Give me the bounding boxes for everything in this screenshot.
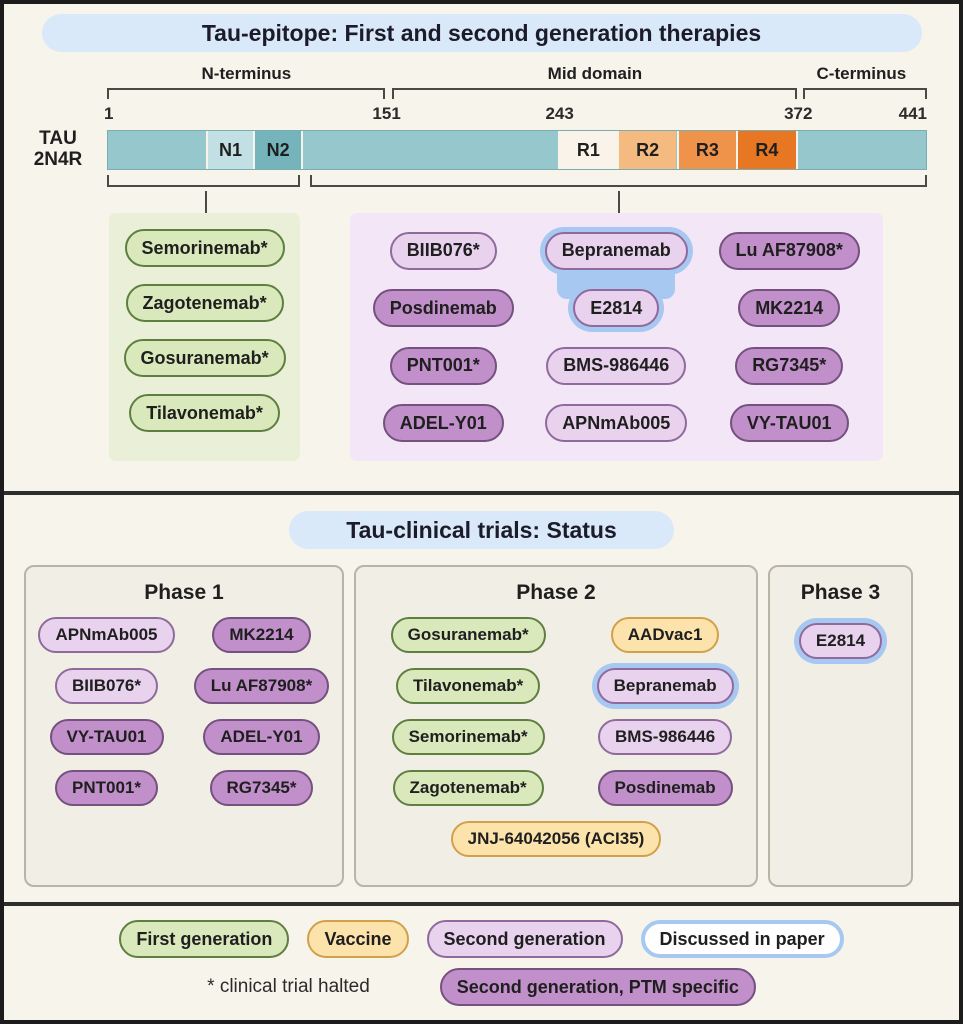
- protein-segment-n2: N2: [252, 131, 304, 169]
- drug-pill-bepranemab: Bepranemab: [596, 668, 734, 704]
- protein-bar: N1 N2 R1 R2 R3 R4: [107, 130, 927, 170]
- drug-pill-pnt001: PNT001*: [55, 770, 158, 806]
- residue-positions-row: 1 151 243 372 441: [104, 102, 927, 130]
- drug-pill-gosuranemab: Gosuranemab*: [390, 617, 546, 653]
- n-terminus-epitope-bracket: [107, 175, 300, 187]
- phase-2-title: Phase 2: [516, 581, 596, 604]
- drug-pill-semorinemab: Semorinemab*: [391, 719, 545, 755]
- n-terminus-bracket: [107, 88, 385, 99]
- drug-pill-adel-y01: ADEL-Y01: [382, 404, 504, 443]
- phase-3-drugs: E2814: [776, 617, 905, 659]
- drug-pill-aadvac1: AADvac1: [610, 617, 720, 653]
- drug-pill-mk2214: MK2214: [738, 289, 841, 328]
- drug-pill-tilavonemab: Tilavonemab*: [395, 668, 541, 704]
- drug-pill-lu-af87908: Lu AF87908*: [193, 668, 330, 704]
- trials-section-title: Tau-clinical trials: Status: [289, 511, 674, 549]
- phase-3-box: Phase 3 E2814: [768, 565, 913, 887]
- protein-segment-r3: R3: [676, 131, 737, 169]
- drug-pill-e2814: E2814: [798, 623, 883, 659]
- protein-segment-r4: R4: [736, 131, 798, 169]
- domain-labels-row: N-terminus Mid domain C-terminus: [107, 64, 927, 86]
- drug-pill-mk2214: MK2214: [212, 617, 311, 653]
- drug-pill-vy-tau01: VY-TAU01: [49, 719, 164, 755]
- mid-domain-label: Mid domain: [547, 64, 643, 83]
- drug-pill-pnt001: PNT001*: [389, 346, 497, 385]
- drug-pill-apnmab005: APNmAb005: [545, 404, 688, 443]
- halted-note: * clinical trial halted: [207, 976, 370, 997]
- drug-pill-zagotenemab: Zagotenemab*: [125, 284, 284, 322]
- drug-pill-bepranemab: Bepranemab: [544, 231, 688, 270]
- drug-pill-biib076: BIIB076*: [389, 231, 497, 270]
- phase-3-title: Phase 3: [800, 581, 881, 604]
- trials-section: Tau-clinical trials: Status Phase 1 APNm…: [4, 495, 959, 902]
- mid-domain-connector-line: [617, 191, 620, 213]
- drug-pill-e2814: E2814: [573, 289, 660, 328]
- protein-name-label: TAU 2N4R: [15, 128, 101, 170]
- position-label-243: 243: [545, 104, 574, 123]
- position-label-151: 151: [372, 104, 401, 123]
- legend-row-2-pills: Second generation, PTM specific: [439, 968, 756, 1006]
- drug-pill-bms-986446: BMS-986446: [598, 719, 733, 755]
- drug-pill-zagotenemab: Zagotenemab*: [392, 770, 544, 806]
- domain-brackets-row: [107, 86, 927, 102]
- legend-row-1: First generation Vaccine Second generation…: [4, 920, 959, 958]
- protein-name-line2: 2N4R: [33, 149, 83, 170]
- drug-pill-adel-y01: ADEL-Y01: [203, 719, 320, 755]
- drug-pill-second-generation-ptm-specific: Second generation, PTM specific: [439, 968, 756, 1006]
- mid-domain-epitope-bracket: [310, 175, 927, 187]
- drug-pill-bms-986446: BMS-986446: [546, 346, 687, 385]
- n-terminus-drug-box: Semorinemab* Zagotenemab* Gosuranemab* Tila…: [109, 213, 300, 461]
- protein-name-line1: TAU: [39, 128, 77, 150]
- protein-diagram: TAU 2N4R N-terminus Mid domain C-terminu…: [34, 64, 927, 461]
- c-terminus-bracket: [803, 88, 927, 99]
- drug-pill-vy-tau01: VY-TAU01: [729, 404, 849, 443]
- mid-domain-drug-box: BIIB076* Bepranemab Lu AF87908* Posdinemab E…: [349, 213, 883, 461]
- position-label-441: 441: [898, 104, 927, 123]
- epitope-connector-row: [107, 191, 927, 213]
- position-label-372: 372: [784, 104, 813, 123]
- epitope-section: Tau-epitope: First and second generation…: [4, 4, 959, 491]
- protein-segment-r2: R2: [616, 131, 677, 169]
- drug-pill-biib076: BIIB076*: [55, 668, 158, 704]
- c-terminus-label: C-terminus: [816, 64, 907, 83]
- drug-pill-discussed-in-paper: Discussed in paper: [640, 920, 844, 958]
- epitope-brackets-row: [107, 175, 927, 191]
- drug-pill-lu-af87908: Lu AF87908*: [718, 231, 860, 270]
- drug-pill-semorinemab: Semorinemab*: [124, 229, 285, 267]
- drug-pill-rg7345: RG7345*: [209, 770, 314, 806]
- epitope-drug-boxes: Semorinemab* Zagotenemab* Gosuranemab* Tila…: [107, 213, 927, 461]
- n-terminus-connector-line: [205, 191, 208, 213]
- legend-row-2: * clinical trial halted Second generatio…: [4, 968, 959, 1006]
- drug-pill-first-generation: First generation: [119, 920, 290, 958]
- drug-pill-jnj-64042056-aci35: JNJ-64042056 (ACI35): [450, 821, 662, 857]
- drug-pill-vaccine: Vaccine: [307, 920, 409, 958]
- mid-domain-bracket: [391, 88, 797, 99]
- drug-pill-posdinemab: Posdinemab: [372, 289, 514, 328]
- position-label-1: 1: [104, 104, 114, 123]
- phase-1-title: Phase 1: [144, 581, 224, 604]
- protein-segment-n1: N1: [206, 131, 253, 169]
- drug-pill-rg7345: RG7345*: [735, 346, 844, 385]
- drug-pill-apnmab005: APNmAb005: [38, 617, 175, 653]
- n-terminus-label: N-terminus: [201, 64, 292, 83]
- drug-pill-tilavonemab: Tilavonemab*: [129, 394, 280, 432]
- section-divider: [4, 902, 959, 906]
- section-divider: [4, 491, 959, 495]
- drug-pill-gosuranemab: Gosuranemab*: [123, 339, 286, 377]
- drug-pill-second-generation: Second generation: [426, 920, 623, 958]
- epitope-section-title: Tau-epitope: First and second generation…: [41, 14, 922, 52]
- drug-pill-posdinemab: Posdinemab: [597, 770, 733, 806]
- protein-segment-r1: R1: [557, 131, 617, 169]
